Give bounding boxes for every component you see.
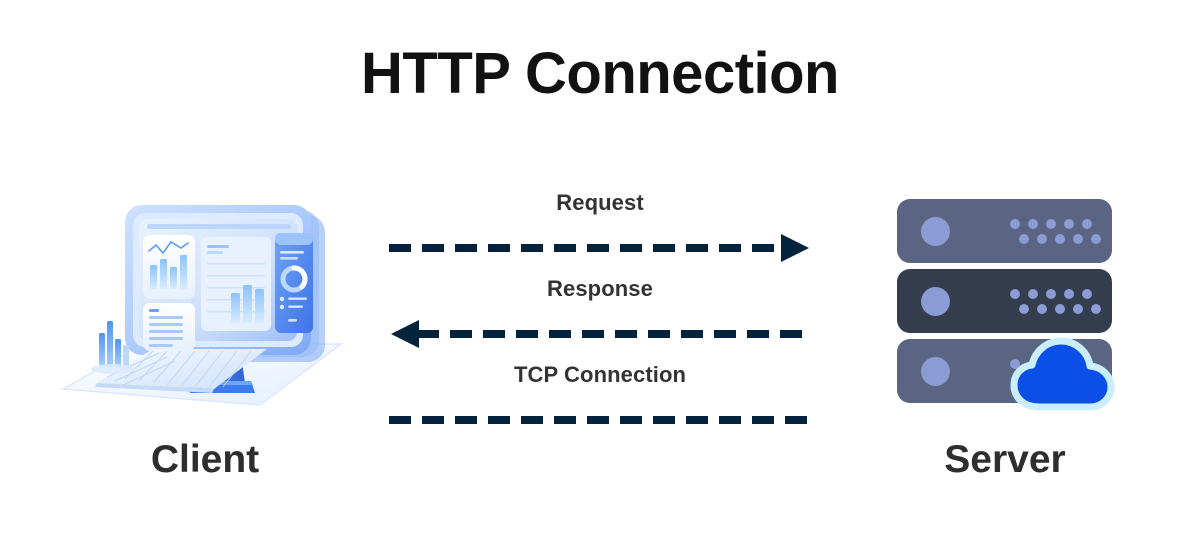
donut-chart <box>280 265 308 293</box>
client-computer-icon <box>55 193 350 418</box>
page-title: HTTP Connection <box>361 41 839 106</box>
server-rack-unit-1 <box>897 199 1112 263</box>
flow-tcp-connection-label: TCP Connection <box>513 362 687 387</box>
vent-dot <box>1055 304 1065 314</box>
flow-request-label: Request <box>556 190 644 215</box>
vent-dot <box>1091 234 1101 244</box>
flow-response-label: Response <box>547 276 653 301</box>
cloud-icon <box>1009 335 1117 417</box>
vent-dot <box>1082 219 1092 229</box>
vent-dot <box>1037 304 1047 314</box>
vent-dot <box>1019 304 1029 314</box>
rack-vent-dots <box>1010 219 1102 245</box>
screen-dashboard <box>143 224 313 351</box>
rack-vent-dots <box>1010 289 1102 315</box>
flow-tcp-connection: TCP Connection <box>385 362 815 428</box>
client-label: Client <box>150 438 260 481</box>
dashboard-left-list-card <box>143 303 195 351</box>
vent-dot <box>1073 234 1083 244</box>
vent-dot <box>1046 219 1056 229</box>
rack-vent-dots <box>1010 359 1102 385</box>
vent-dot <box>1019 234 1029 244</box>
vent-dot <box>1028 289 1038 299</box>
flow-tcp-connection-line <box>385 406 815 434</box>
dashboard-center-panel <box>201 237 271 331</box>
server-rack-icon <box>897 199 1115 417</box>
flow-request-line <box>385 234 815 262</box>
rack-led-indicator <box>921 217 950 246</box>
flow-response: Response <box>385 276 815 348</box>
vent-dot <box>1064 219 1074 229</box>
dashboard-right-panel <box>275 233 313 333</box>
rack-led-indicator <box>921 287 950 316</box>
keyboard <box>95 349 267 393</box>
flow-request: Request <box>385 190 815 262</box>
server-rack-unit-2 <box>897 269 1112 333</box>
vent-dot <box>1010 219 1020 229</box>
vent-dot <box>1010 359 1020 369</box>
vent-dot <box>1073 304 1083 314</box>
dashboard-left-card <box>143 235 195 299</box>
vent-dot <box>1010 289 1020 299</box>
vent-dot <box>1064 289 1074 299</box>
server-label: Server <box>944 438 1066 481</box>
vent-dot <box>1082 289 1092 299</box>
vent-dot <box>1028 219 1038 229</box>
mini-bar-chart <box>91 321 135 374</box>
vent-dot <box>1046 289 1056 299</box>
rack-led-indicator <box>921 357 950 386</box>
vent-dot <box>1055 234 1065 244</box>
flow-arrows-group: Request Response TCP Connection <box>385 190 815 425</box>
flow-response-line <box>385 320 815 348</box>
vent-dot <box>1037 234 1047 244</box>
vent-dot <box>1091 304 1101 314</box>
